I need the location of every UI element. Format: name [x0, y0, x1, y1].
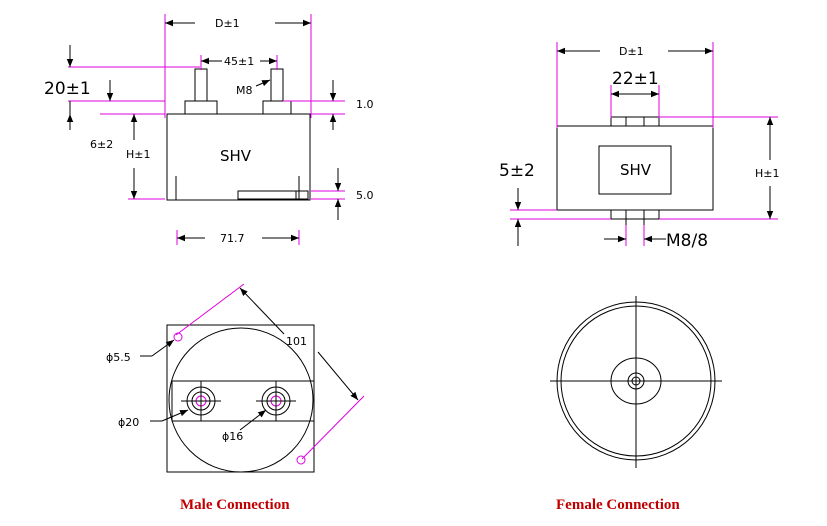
male-dim-phi55: ϕ5.5 — [106, 351, 131, 364]
female-top-nut — [610, 116, 660, 127]
female-caption: Female Connection — [556, 497, 680, 513]
male-terminal-top-left — [181, 381, 221, 421]
male-dim-phi16: ϕ16 — [222, 430, 243, 443]
male-dim-M8: M8 — [236, 84, 253, 97]
male-dim-D: D±1 — [215, 17, 240, 30]
male-body-label: SHV — [220, 147, 252, 165]
male-terminal-left — [184, 68, 218, 115]
female-dim-22: 22±1 — [612, 69, 659, 89]
male-terminal-right — [262, 68, 292, 115]
female-dim-H: H±1 — [755, 167, 780, 180]
male-side-view: SHV D±1 — [44, 14, 374, 245]
male-terminal-bar — [171, 380, 315, 422]
male-body-circle — [168, 327, 314, 473]
female-dim-5: 5±2 — [499, 161, 535, 181]
female-bottom-nut — [610, 209, 660, 220]
female-dim-M8: M8/8 — [666, 231, 708, 251]
male-dim-101: 101 — [286, 335, 307, 348]
male-dim-phi20: ϕ20 — [118, 416, 139, 429]
male-dim-1-0: 1.0 — [356, 98, 374, 111]
mounting-hole-top-left — [173, 332, 183, 342]
female-label-box — [598, 145, 672, 195]
female-side-view: SHV D±1 22±1 5±2 H±1 — [499, 42, 780, 251]
male-caption: Male Connection — [180, 497, 290, 513]
female-top-view: Female Connection — [550, 296, 722, 513]
male-dim-45: 45±1 — [224, 55, 254, 68]
male-dim-20: 20±1 — [44, 79, 91, 99]
male-top-view: 101 ϕ5.5 ϕ20 ϕ16 Male Connection — [106, 283, 365, 513]
mounting-hole-bottom-right — [296, 455, 306, 465]
male-base-tab — [237, 190, 309, 200]
female-body-label: SHV — [620, 161, 652, 179]
male-dim-71-7: 71.7 — [220, 232, 245, 245]
male-capacitor-body — [166, 113, 311, 201]
male-dim-5-0: 5.0 — [356, 189, 374, 202]
female-dim-D: D±1 — [619, 45, 644, 58]
male-terminal-top-right — [256, 381, 296, 421]
male-dim-H: H±1 — [126, 148, 151, 161]
male-dim-6: 6±2 — [90, 138, 113, 151]
